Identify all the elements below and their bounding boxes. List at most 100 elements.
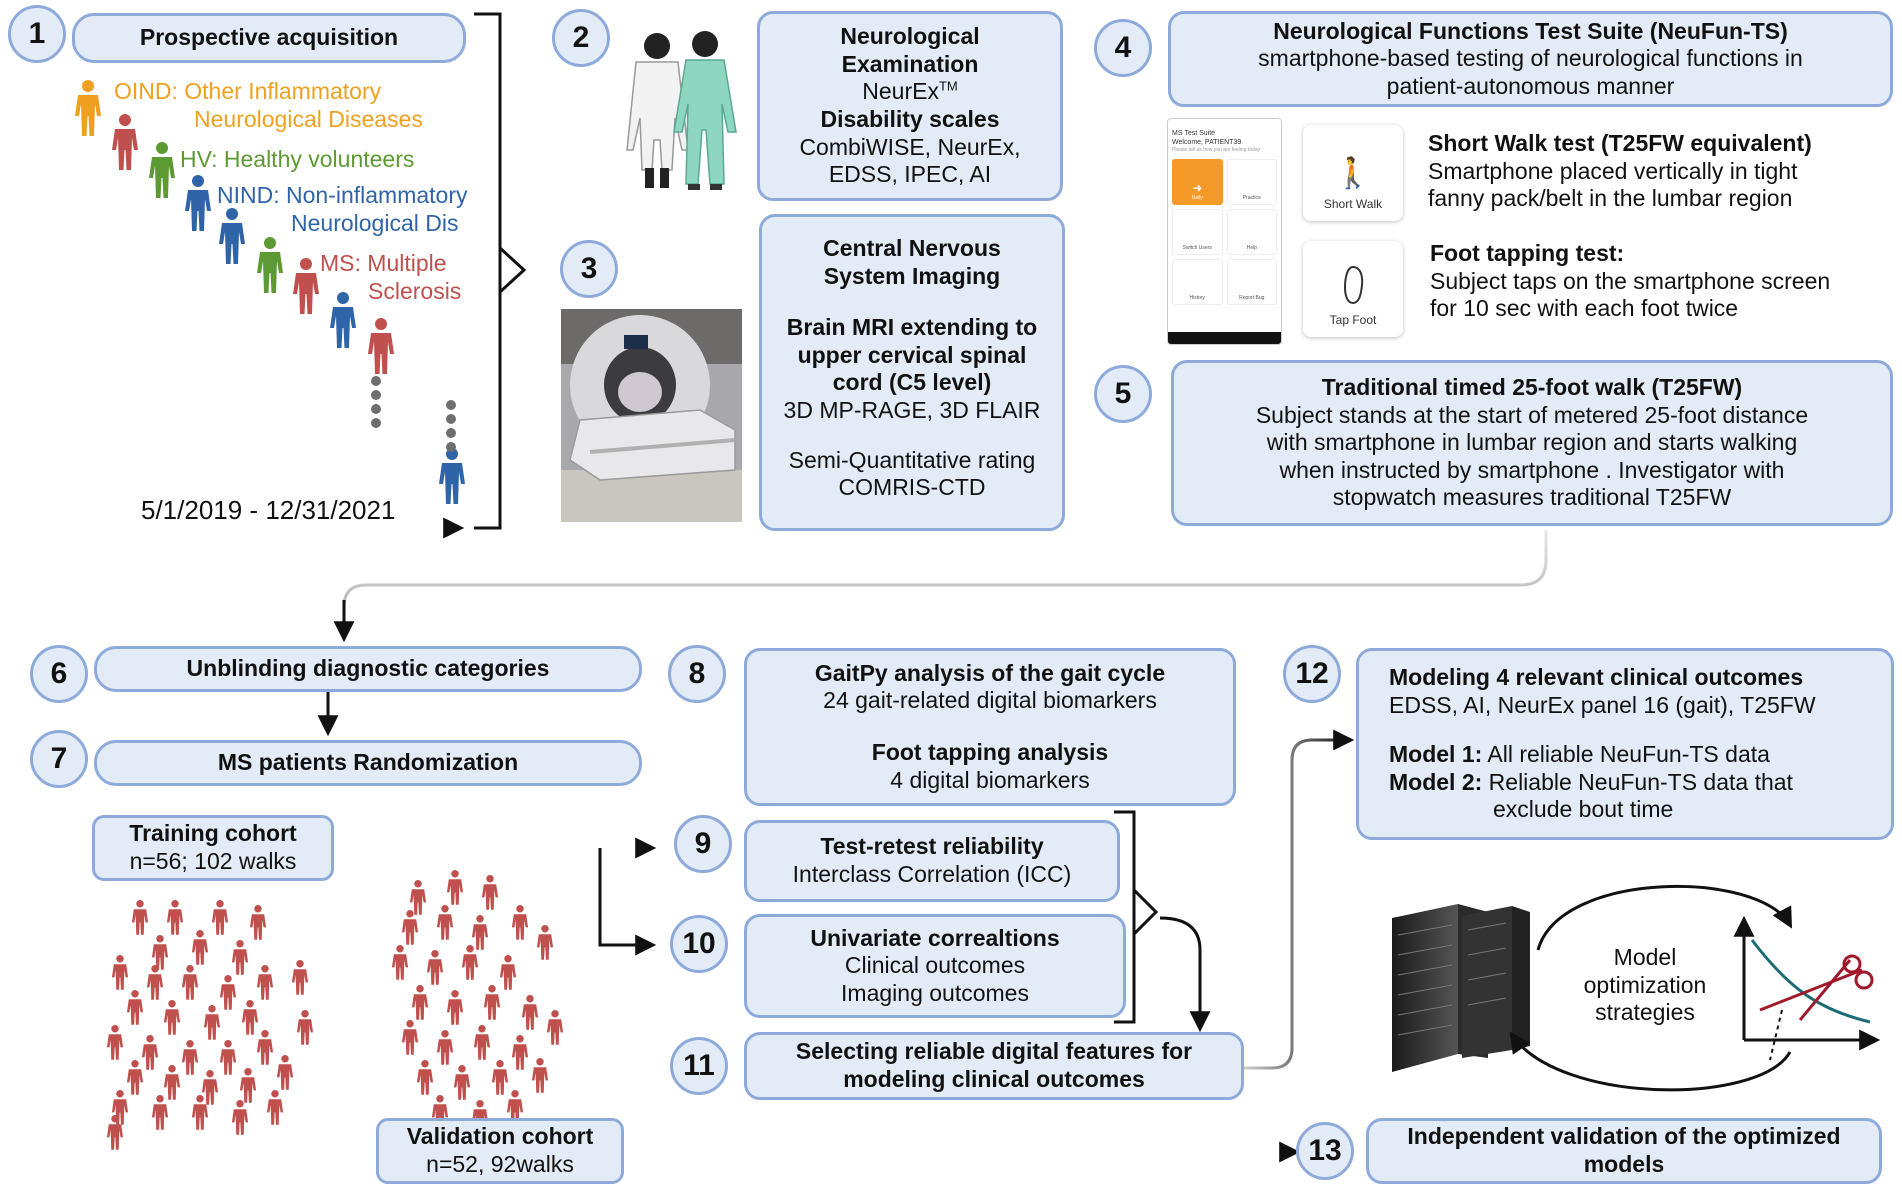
patient-figure [106, 1115, 124, 1150]
phone-welcome: Welcome, PATIENT39 [1172, 139, 1242, 146]
short-walk-card-label: Short Walk [1323, 197, 1383, 211]
validation-n: n=52, 92walks [426, 1151, 574, 1177]
phone-tile-switch-users[interactable]: Switch Users [1172, 209, 1223, 255]
phone-tile-grid: ➜Daily Practice Switch Users Help Histor… [1168, 157, 1281, 307]
step-12-badge: 12 [1283, 645, 1341, 703]
t25fw-line-1: Subject stands at the start of metered 2… [1255, 401, 1809, 428]
phone-tile-report-bug[interactable]: Report Bug [1226, 259, 1277, 305]
foot-tapping-title: Foot tapping test: [1430, 240, 1625, 266]
cns-title-1: Central Nervous [823, 235, 1001, 261]
smartphone-app-screenshot: MS Test Suite Welcome, PATIENT39 Please … [1167, 118, 1282, 345]
unblinding-label: Unblinding diagnostic categories [186, 655, 550, 682]
step-3-badge: 3 [560, 240, 618, 298]
gaitpy-analysis-box: GaitPy analysis of the gait cycle 24 gai… [744, 648, 1236, 806]
neufun-desc-2: patient-autonomous manner [1386, 72, 1675, 99]
t25fw-line-3: when instructed by smartphone . Investig… [1279, 456, 1785, 483]
participant-figures [75, 80, 465, 504]
patient-figure [201, 1070, 219, 1105]
person-figure [149, 142, 175, 198]
optimization-line-2: optimization [1583, 971, 1707, 998]
nind-label-line1: NIND: Non-inflammatory [217, 182, 468, 208]
step-1-badge: 1 [8, 5, 66, 63]
short-walk-text: Short Walk test (T25FW equivalent) Smart… [1428, 130, 1812, 213]
validation-title: Validation cohort [406, 1123, 594, 1150]
modeling-title: Modeling 4 relevant clinical outcomes [1389, 664, 1804, 691]
patient-figure [126, 990, 144, 1025]
walking-person-icon: 🚶 [1334, 157, 1372, 190]
step-6-badge: 6 [30, 645, 88, 703]
patient-figure [506, 1090, 524, 1125]
retest-subtitle: Interclass Correlation (ICC) [792, 861, 1072, 887]
patient-figure [163, 1000, 181, 1035]
foot-tapping-text: Foot tapping test: Subject taps on the s… [1430, 240, 1830, 323]
patient-figure [499, 955, 517, 990]
tap-foot-card-label: Tap Foot [1329, 313, 1377, 327]
connector-5-to-6 [342, 530, 1548, 632]
univariate-box: Univariate correaltions Clinical outcome… [744, 914, 1126, 1018]
acquisition-title: Prospective acquisition [139, 24, 399, 51]
patient-figure [436, 1030, 454, 1065]
short-walk-line-2: fanny pack/belt in the lumbar region [1428, 185, 1793, 212]
patient-figure [181, 965, 199, 1000]
tile-label: Practice [1242, 195, 1261, 201]
ms-label-line1: MS: Multiple [320, 250, 447, 276]
patient-figure [511, 1035, 529, 1070]
tile-label: Report Bug [1239, 295, 1265, 301]
model-2-line: Model 2: Reliable NeuFun-TS data that [1389, 769, 1793, 797]
patient-figure [111, 1090, 129, 1125]
patient-figure [446, 870, 464, 905]
neufun-title: Neurological Functions Test Suite (NeuFu… [1273, 17, 1788, 44]
short-walk-title: Short Walk test (T25FW equivalent) [1428, 130, 1812, 156]
optimization-line-3: strategies [1595, 999, 1695, 1026]
independent-line-1: Independent validation of the optimized [1407, 1123, 1841, 1150]
unblinding-box: Unblinding diagnostic categories [94, 646, 642, 692]
disability-scales-1: CombiWISE, NeurEx, [799, 133, 1021, 160]
optimization-loop-arrows [1509, 885, 1793, 1092]
phone-tile-history[interactable]: History [1172, 259, 1223, 305]
mri-line-2: upper cervical spinal [797, 341, 1027, 368]
patient-figure [131, 900, 149, 935]
patient-figure [401, 1020, 419, 1055]
patient-figure [453, 1065, 471, 1100]
patient-figure [473, 1025, 491, 1060]
phone-tile-daily[interactable]: ➜Daily [1172, 159, 1223, 205]
t25fw-title: Traditional timed 25-foot walk (T25FW) [1321, 374, 1743, 401]
t25fw-line-2: with smartphone in lumbar region and sta… [1266, 429, 1798, 456]
person-figure [185, 175, 211, 231]
phone-tile-practice[interactable]: Practice [1226, 159, 1277, 205]
patient-figure [536, 925, 554, 960]
foot-tapping-analysis-title: Foot tapping analysis [871, 739, 1109, 765]
phone-subtitle: Please tell us how you are feeling today [1172, 147, 1261, 153]
phone-nav-bar [1168, 332, 1281, 344]
reliability-bracket [1114, 810, 1211, 1033]
training-to-analysis-arrows [330, 837, 657, 956]
patient-figure [256, 1030, 274, 1065]
patient-figure [241, 1000, 259, 1035]
selecting-features-box: Selecting reliable digital features for … [744, 1032, 1244, 1100]
patient-figure [219, 1040, 237, 1075]
prospective-acquisition-box: Prospective acquisition [72, 13, 466, 63]
phone-tile-help[interactable]: Help [1226, 209, 1277, 255]
neurex-label: NeurExTM [862, 78, 957, 106]
nind-label-line2: Neurological Dis [291, 210, 459, 236]
traditional-t25fw-box: Traditional timed 25-foot walk (T25FW) S… [1171, 360, 1893, 526]
patient-figure [146, 965, 164, 1000]
person-figure [257, 237, 283, 293]
model-1-line: Model 1: All reliable NeuFun-TS data [1389, 741, 1770, 769]
training-n: n=56; 102 walks [129, 848, 297, 874]
test-retest-box: Test-retest reliability Interclass Corre… [744, 820, 1120, 902]
mri-line-3: cord (C5 level) [832, 369, 992, 396]
patient-figure [291, 960, 309, 995]
gaitpy-subtitle: 24 gait-related digital biomarkers [823, 687, 1157, 714]
patient-figure [191, 930, 209, 965]
validation-cohort-box: Validation cohort n=52, 92walks [376, 1118, 624, 1184]
patient-figure [106, 1025, 124, 1060]
randomization-box: MS patients Randomization [94, 740, 642, 786]
foot-tapping-line-2: for 10 sec with each foot twice [1430, 295, 1739, 322]
step-9-badge: 9 [674, 815, 732, 873]
patient-figure [203, 1005, 221, 1040]
comris-line: COMRIS-CTD [838, 474, 986, 501]
selecting-line-2: modeling clinical outcomes [843, 1066, 1145, 1092]
person-figure [219, 208, 245, 264]
